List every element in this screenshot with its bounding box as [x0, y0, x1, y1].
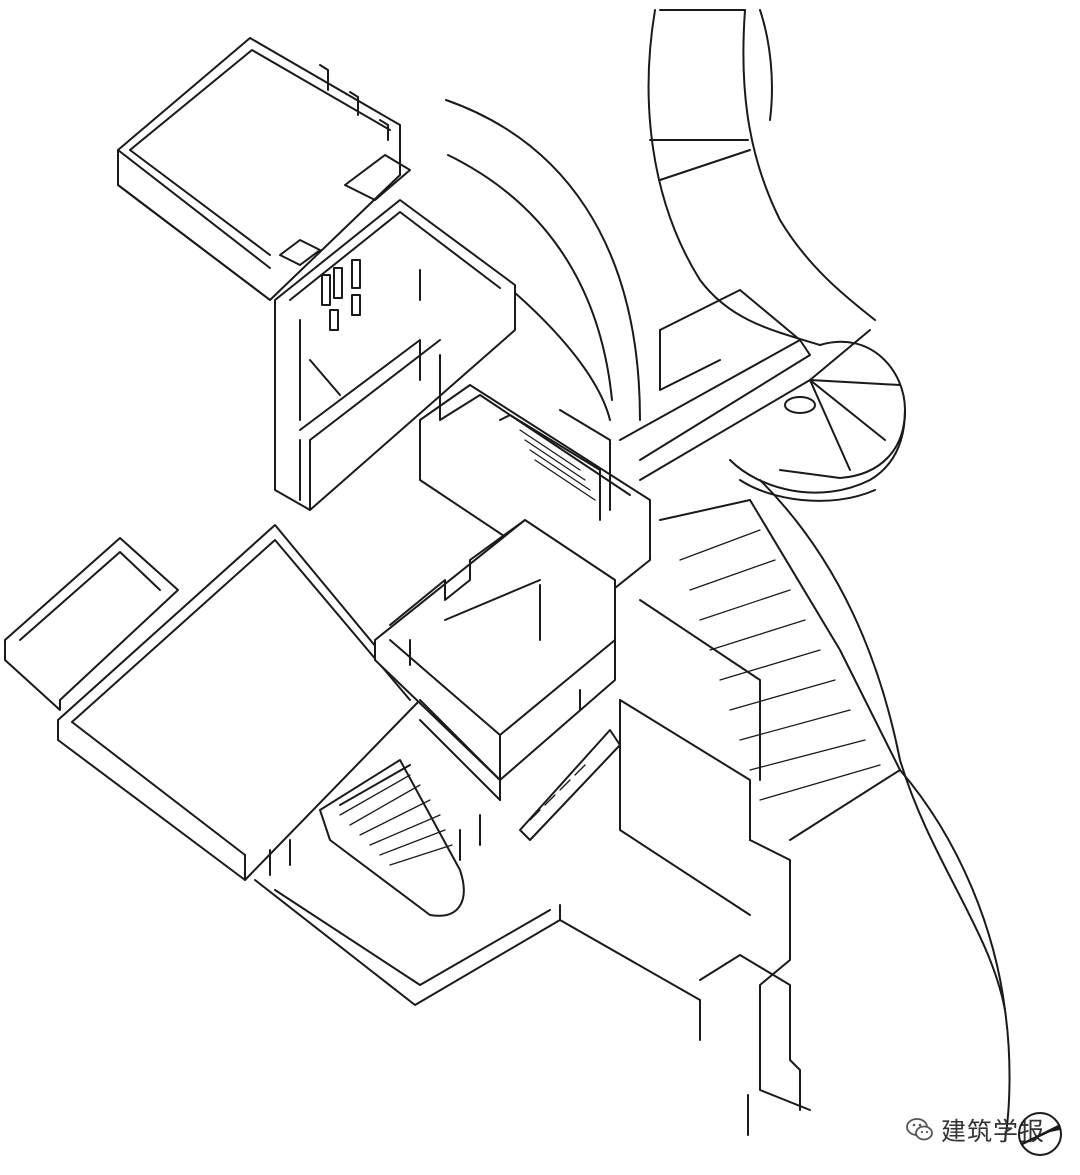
north-arrow-icon	[1018, 1112, 1062, 1156]
middle-rooms	[374, 519, 616, 781]
lower-terrace	[4, 524, 421, 881]
wechat-icon	[906, 1118, 933, 1141]
rotunda	[729, 329, 906, 502]
lower-stairs	[319, 729, 621, 917]
upper-block	[117, 37, 401, 301]
curved-walkway	[647, 9, 876, 346]
right-steps	[639, 499, 901, 841]
central-tower	[274, 154, 516, 511]
base-structure	[254, 699, 811, 1136]
bridge	[619, 289, 811, 481]
central-stairs	[419, 384, 651, 601]
site-curves	[445, 99, 1011, 1141]
front-walls	[269, 699, 501, 876]
